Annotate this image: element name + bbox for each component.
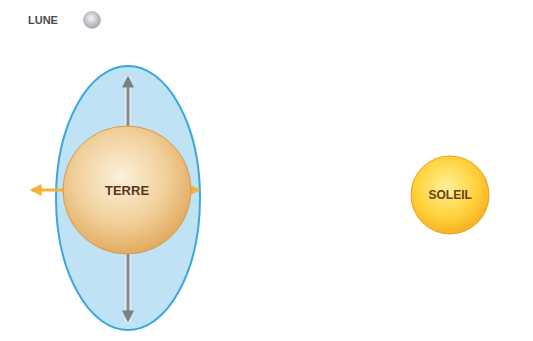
moon-circle <box>84 12 101 29</box>
sun-pull-arrow <box>32 189 64 192</box>
arrow-shadow <box>125 254 131 322</box>
body-label: SOLEIL <box>429 188 472 202</box>
body-label: TERRE <box>105 183 149 198</box>
moon-pull-arrow <box>127 254 130 320</box>
sun-circle <box>411 156 489 234</box>
body-label: LUNE <box>28 14 58 26</box>
tidal-bulge <box>56 66 200 330</box>
moon-pull-arrow <box>127 78 130 128</box>
earth-circle <box>63 126 191 254</box>
arrow-shadow <box>125 76 131 128</box>
sun-node: SOLEIL <box>410 155 490 235</box>
moon-node: LUNE <box>28 9 104 31</box>
earth-node: TERRE <box>62 125 192 255</box>
